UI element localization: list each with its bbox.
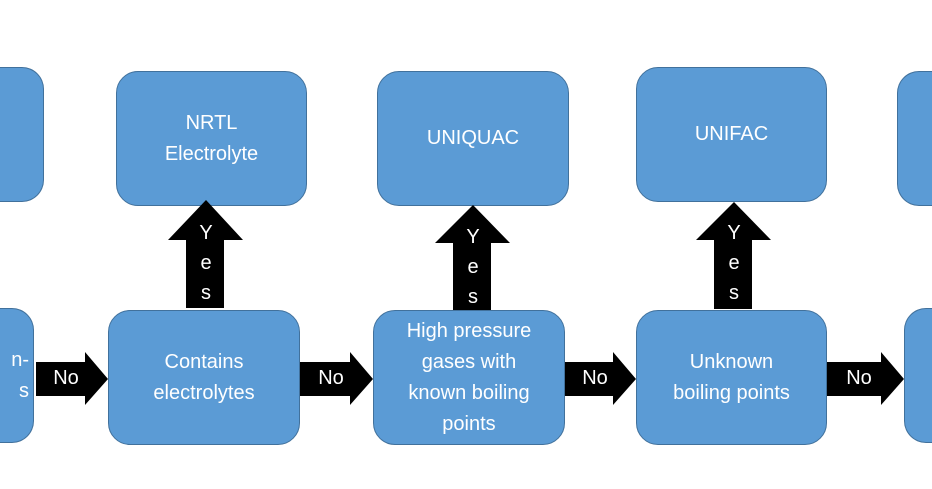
yes-letter: e	[467, 256, 479, 278]
no-label-1: No	[53, 367, 79, 389]
uniquac-box: UNIQUAC	[377, 71, 569, 206]
top-box-partial-right	[897, 71, 932, 206]
bottom-box-partial-left: n- s	[0, 308, 34, 443]
no-label-2: No	[318, 367, 344, 389]
no-label-3: No	[582, 367, 608, 389]
bottom-box-partial-right	[904, 308, 932, 443]
yes-letter: s	[729, 282, 739, 304]
yes-letter: s	[468, 286, 478, 308]
yes-arrow-1	[168, 200, 243, 308]
yes-letter: Y	[727, 222, 741, 244]
yes-letter: e	[728, 252, 740, 274]
yes-letter: Y	[199, 222, 213, 244]
no-label-4: No	[846, 367, 872, 389]
yes-arrow-2	[435, 205, 510, 310]
no-arrow-2	[300, 352, 373, 405]
yes-arrow-3	[696, 202, 771, 309]
yes-letter: e	[200, 252, 212, 274]
high-pressure-gases-box: High pressure gases with known boiling p…	[373, 310, 565, 445]
nrtl-electrolyte-box: NRTL Electrolyte	[116, 71, 307, 206]
yes-letter: Y	[466, 226, 480, 248]
contains-electrolytes-box: Contains electrolytes	[108, 310, 300, 445]
no-arrow-3	[565, 352, 636, 405]
unifac-box: UNIFAC	[636, 67, 827, 202]
no-arrow-1	[36, 352, 108, 405]
unknown-boiling-points-box: Unknown boiling points	[636, 310, 827, 445]
top-box-partial-left	[0, 67, 44, 202]
yes-letter: s	[201, 282, 211, 304]
no-arrow-4	[827, 352, 904, 405]
